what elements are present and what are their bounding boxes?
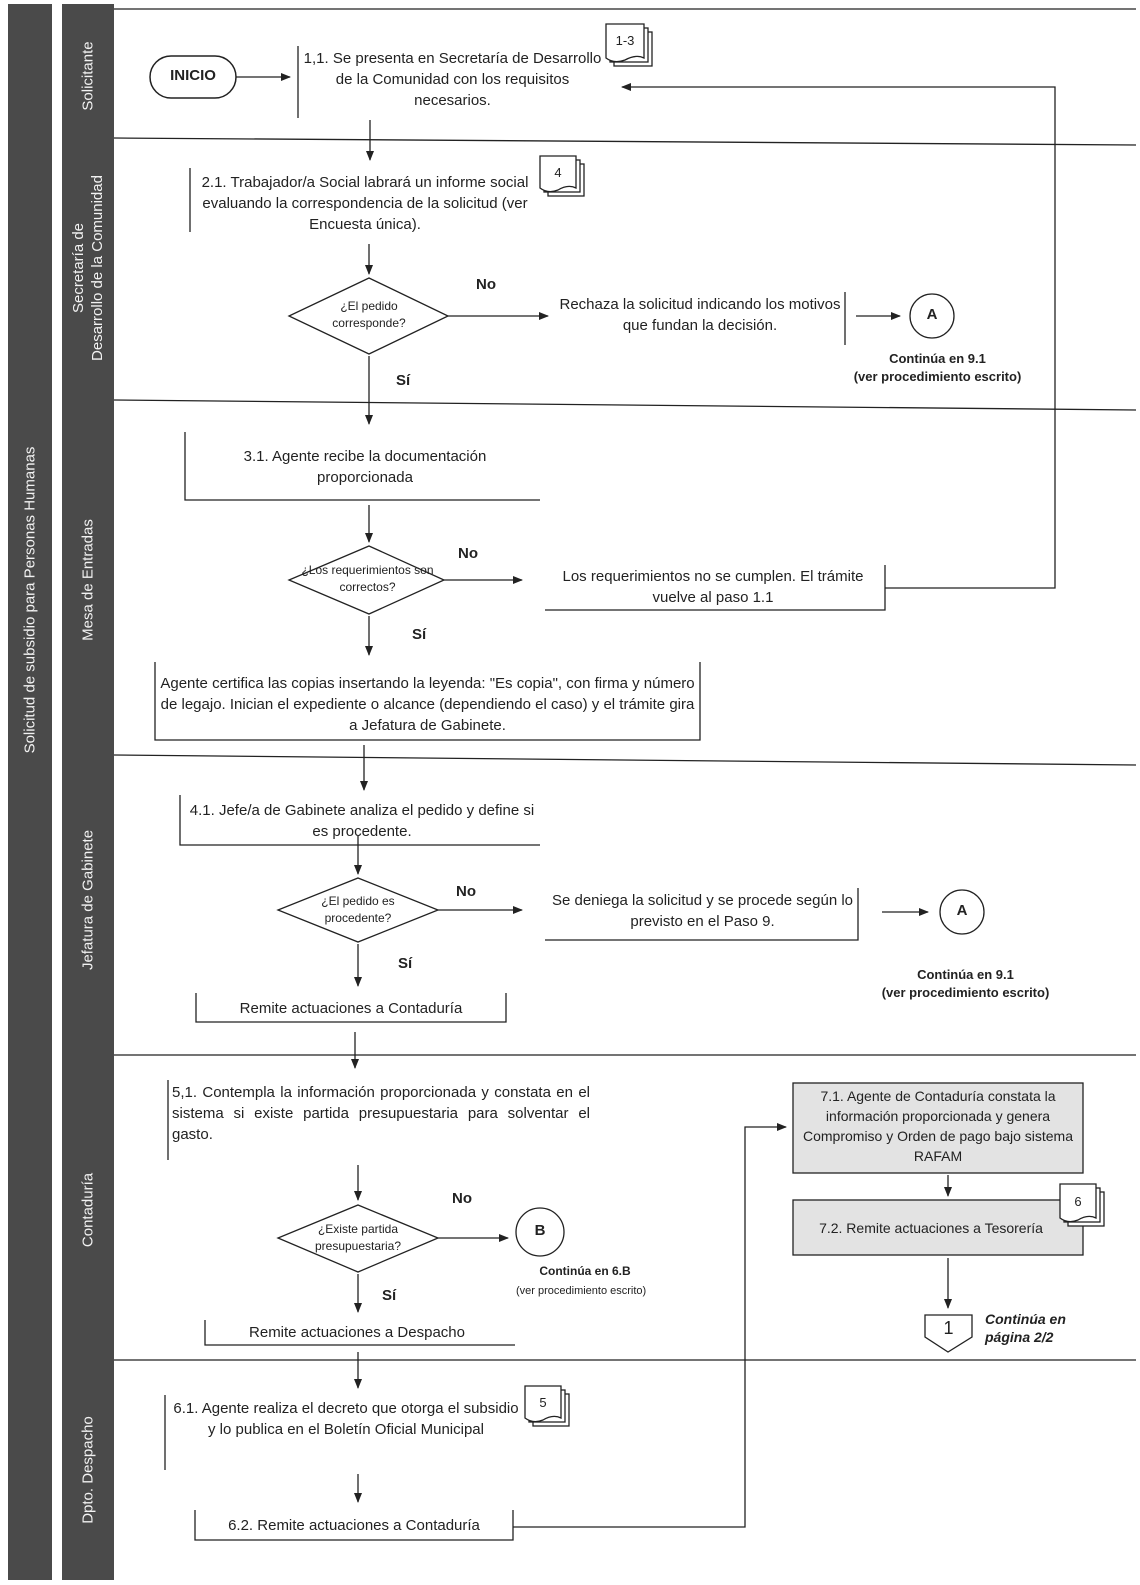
deniega-text: Se deniega la solicitud y se procede seg… xyxy=(551,892,854,930)
connector-a2-shape xyxy=(939,889,985,935)
remite-contaduria-1: Remite actuaciones a Contaduría xyxy=(239,1000,463,1017)
remite-desp-box xyxy=(204,1320,515,1346)
continua-9-1-note-2: Continúa en 9.1 (ver procedimiento escri… xyxy=(881,967,1050,1000)
decision-4-text: ¿Existe partida presupuestaria? xyxy=(314,1222,402,1253)
continua-6b-note: Continúa en 6.B xyxy=(539,1264,631,1278)
doc-icon-6 xyxy=(1059,1183,1105,1227)
si-label-3: Sí xyxy=(398,955,413,972)
connector-b: B xyxy=(534,1222,546,1239)
si-label-1: Sí xyxy=(396,372,411,389)
doc-ref-4: 4 xyxy=(554,165,562,180)
lane-divider xyxy=(113,399,1137,411)
doc-ref-5: 5 xyxy=(539,1395,547,1410)
step-6-2: 6.2. Remite actuaciones a Contaduría xyxy=(228,1517,480,1534)
si-label-4: Sí xyxy=(382,1287,397,1304)
lane-divider xyxy=(113,754,1137,766)
loop-back-arrow xyxy=(621,83,1056,589)
doc-ref-1-3: 1-3 xyxy=(615,33,635,48)
connector-a1-shape xyxy=(909,293,955,339)
continua-pagina-2-note: Continúa en página 2/2 xyxy=(985,1311,1066,1345)
remite-cont-box xyxy=(195,993,507,1023)
decision-2-text: ¿Los requerimientos son correctos? xyxy=(301,563,434,594)
connector-b-shape xyxy=(515,1207,565,1257)
step-6-2-box xyxy=(194,1510,514,1541)
decision-2-shape xyxy=(287,545,446,615)
step-6-1: 6.1. Agente realiza el decreto que otorg… xyxy=(173,1400,519,1438)
step-7-1-box xyxy=(792,1082,1084,1174)
decision-3-text: ¿El pedido es procedente? xyxy=(321,894,395,925)
decision-1-text: ¿El pedido corresponde? xyxy=(332,299,406,330)
lane-labels-bar xyxy=(62,4,114,1580)
offpage-connector-1: 1 xyxy=(943,1318,954,1338)
certifica-box xyxy=(154,662,701,741)
connector-a1: A xyxy=(926,306,938,323)
noreq-box xyxy=(545,565,886,611)
step-3-1: 3.1. Agente recibe la documentación prop… xyxy=(243,448,487,486)
no-label-2: No xyxy=(458,545,478,562)
no-label-3: No xyxy=(456,883,476,900)
step-3-1-box xyxy=(184,432,540,501)
step-5-1: 5,1. Contempla la información proporcion… xyxy=(172,1084,590,1143)
step-2-1: 2.1. Trabajador/a Social labrará un info… xyxy=(201,174,529,233)
doc-icon-4 xyxy=(539,155,585,197)
si-label-2: Sí xyxy=(412,626,427,643)
start-label: INICIO xyxy=(170,67,216,84)
continua-6b-subnote: (ver procedimiento escrito) xyxy=(516,1285,647,1297)
decision-4-shape xyxy=(276,1204,440,1273)
lane-divider xyxy=(113,137,1137,146)
step-7-2: 7.2. Remite actuaciones a Tesorería xyxy=(819,1220,1043,1236)
continua-9-1-note-1: Continúa en 9.1 (ver procedimiento escri… xyxy=(853,351,1022,384)
rechaza-text: Rechaza la solicitud indicando los motiv… xyxy=(559,296,841,334)
no-label-4: No xyxy=(452,1190,472,1207)
decision-3-shape xyxy=(276,877,440,943)
doc-ref-6: 6 xyxy=(1074,1194,1082,1209)
step-4-1-box xyxy=(179,795,540,846)
step-7-2-box xyxy=(792,1199,1084,1256)
offpage-connector-shape xyxy=(924,1314,973,1353)
connector-a2: A xyxy=(956,902,968,919)
noreq-text: Los requerimientos no se cumplen. El trá… xyxy=(562,568,864,606)
process-title-bar xyxy=(8,4,52,1580)
no-label-1: No xyxy=(476,276,496,293)
step-4-1: 4.1. Jefe/a de Gabinete analiza el pedid… xyxy=(189,802,535,840)
deniega-box xyxy=(545,888,859,941)
certifica-text: Agente certifica las copias insertando l… xyxy=(160,675,695,734)
step-7-1: 7.1. Agente de Contaduría constata la in… xyxy=(802,1088,1074,1164)
doc-icon-1-3 xyxy=(605,23,653,67)
doc-icon-5 xyxy=(524,1385,570,1427)
arrow-to-7-1 xyxy=(513,1123,787,1528)
remite-despacho: Remite actuaciones a Despacho xyxy=(249,1324,465,1341)
decision-1-shape xyxy=(287,277,450,355)
step-1-1: 1,1. Se presenta en Secretaría de Desarr… xyxy=(303,50,602,109)
